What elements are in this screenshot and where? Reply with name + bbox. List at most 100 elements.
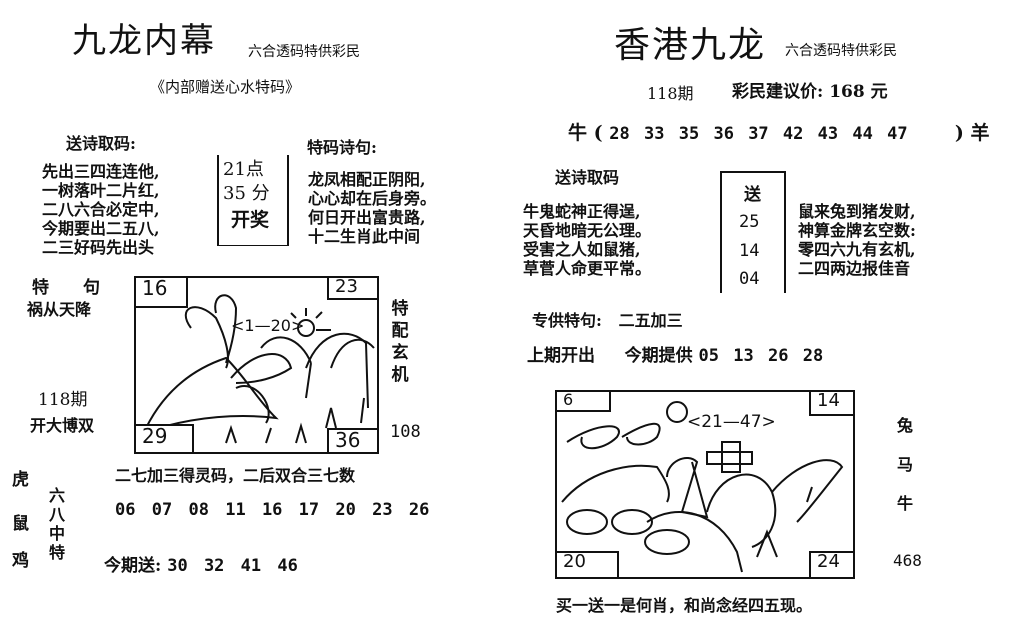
teju-label: 特 句 xyxy=(32,278,100,298)
poem-line: 神算金牌玄空数: xyxy=(798,221,916,240)
number: 28 xyxy=(802,346,824,366)
corner-number: 20 xyxy=(555,551,619,579)
left-hint-line: 二七加三得灵码，二后双合三七数 xyxy=(115,466,356,485)
number: 11 xyxy=(225,500,246,520)
number: 33 xyxy=(643,124,665,144)
left-sketch: <1—20> 16 23 29 36 xyxy=(134,276,379,454)
number: 05 xyxy=(698,346,719,366)
zodiac: 鸡 xyxy=(12,551,29,571)
side-vertical-text: 特配玄机 xyxy=(391,299,409,385)
left-numbers: 06 07 08 11 16 17 20 23 26 xyxy=(115,502,429,519)
zodiac: 马 xyxy=(897,455,914,474)
right-poem-left: 牛鬼蛇神正得逞, 天昏地暗无公理。 受害之人如鼠猪, 草菅人命更平常。 xyxy=(523,202,651,278)
last-label: 上期开出 xyxy=(527,346,595,366)
left-send-line: 今期送: 30 32 41 46 xyxy=(104,558,298,575)
poem-line: 先出三四连连他, xyxy=(42,162,160,181)
number: 08 xyxy=(188,500,209,520)
right-title: 香港九龙 xyxy=(614,25,767,66)
zodiac: 虎 xyxy=(12,470,29,490)
send-number: 04 xyxy=(739,269,760,289)
right-side-number: 468 xyxy=(893,551,922,570)
send-box: 送 25 14 04 xyxy=(720,171,786,293)
send-box-label: 送 xyxy=(744,185,761,205)
price: 彩民建议价: 168 元 xyxy=(732,82,888,102)
tema-poem: 龙凤相配正阴阳, 心心却在后身旁。 何日开出富贵路, 十二生肖此中间 xyxy=(308,170,436,246)
poem-line: 今期要出二五八, xyxy=(42,219,160,238)
corner-number: 24 xyxy=(809,551,855,579)
left-period-hint: 开大博双 xyxy=(30,416,95,435)
zodiac: 鼠 xyxy=(12,514,29,534)
send-number: 14 xyxy=(739,241,760,261)
left-poem: 先出三四连连他, 一树落叶二片红, 二八六合必定中, 今期要出二五八, 二三好码… xyxy=(42,162,160,257)
poem-line: 龙凤相配正阴阳, xyxy=(308,170,426,189)
draw-minute: 35 分 xyxy=(223,183,270,204)
poem-line: 鼠来兔到猪发财, xyxy=(798,202,916,221)
poem-line: 二八六合必定中, xyxy=(42,200,160,219)
poem-line: 牛鬼蛇神正得逞, xyxy=(523,202,641,221)
number: 06 xyxy=(115,500,136,520)
teju-text: 祸从天降 xyxy=(27,300,92,319)
poem-line: 一树落叶二片红, xyxy=(42,181,160,200)
right-poem-heading: 送诗取码 xyxy=(555,168,620,187)
send-label: 今期送: xyxy=(104,556,162,576)
number: 35 xyxy=(678,124,700,144)
corner-number: 16 xyxy=(134,276,188,308)
poem-line: 草菅人命更平常。 xyxy=(523,259,652,278)
number: 32 xyxy=(203,556,225,576)
zodiac: 牛 xyxy=(897,494,914,513)
right-footer: 买一送一是何肖，和尚念经四五现。 xyxy=(556,596,813,615)
number: 26 xyxy=(767,346,789,366)
number: 23 xyxy=(372,500,393,520)
number: 16 xyxy=(261,500,283,520)
left-period: 118期 xyxy=(38,390,88,410)
number: 20 xyxy=(335,500,356,520)
number: 26 xyxy=(408,500,430,520)
range-end: 羊 xyxy=(970,122,990,144)
corner-number: 6 xyxy=(555,390,611,412)
zodiac: 兔 xyxy=(897,416,914,435)
number: 41 xyxy=(240,556,262,576)
special-label: 专供特句: xyxy=(532,311,602,330)
draw-hour: 21点 xyxy=(223,159,264,180)
right-poem-right: 鼠来兔到猪发财, 神算金牌玄空数: 零四六九有玄机, 二四两边报佳音 xyxy=(798,202,916,278)
sketch-range: <1—20> xyxy=(231,316,305,335)
number: 30 xyxy=(167,556,188,576)
number: 13 xyxy=(733,346,754,366)
number: 36 xyxy=(713,124,734,144)
poem-line: 十二生肖此中间 xyxy=(308,227,421,246)
draw-label: 开奖 xyxy=(231,209,270,231)
left-title: 九龙内幕 xyxy=(72,21,216,61)
left-subtitle: 六合透码特供彩民 xyxy=(248,44,360,60)
corner-number: 14 xyxy=(809,390,855,416)
right-sketch: <21—47> 6 14 20 24 xyxy=(555,390,855,579)
corner-number: 29 xyxy=(134,424,194,454)
number: 42 xyxy=(782,124,804,144)
range-line: 牛 ( 28 33 35 36 37 42 43 44 47 ) 羊 xyxy=(568,122,990,144)
animal-sketch-icon xyxy=(561,401,844,573)
poem-line: 天昏地暗无公理。 xyxy=(523,221,652,240)
special-line: 专供特句: 二五加三 xyxy=(532,313,683,329)
number: 44 xyxy=(852,124,873,144)
number: 17 xyxy=(298,500,320,520)
tema-heading: 特码诗句: xyxy=(307,138,377,157)
send-number: 25 xyxy=(739,212,760,232)
number: 46 xyxy=(277,556,298,576)
poem-line: 二四两边报佳音 xyxy=(798,259,911,278)
number: 28 xyxy=(609,124,630,144)
special-text: 二五加三 xyxy=(618,311,683,330)
range-start: 牛 xyxy=(568,122,588,144)
poem-line: 零四六九有玄机, xyxy=(798,240,916,259)
poem-line: 二三好码先出头 xyxy=(42,238,155,257)
corner-number: 36 xyxy=(327,428,379,454)
number: 43 xyxy=(817,124,839,144)
poem-line: 受害之人如鼠猪, xyxy=(523,240,641,259)
left-side-number: 108 xyxy=(390,422,421,442)
left-poem-heading: 送诗取码: xyxy=(66,134,136,153)
provide-label: 今期提供 xyxy=(624,346,693,366)
sketch-range: <21—47> xyxy=(687,412,776,432)
right-subtitle: 六合透码特供彩民 xyxy=(785,43,897,59)
number: 47 xyxy=(887,124,908,144)
left-banner: 《内部赠送心水特码》 xyxy=(150,78,301,96)
plant-sketch-icon xyxy=(145,294,375,444)
draw-time-box: 21点 35 分 开奖 xyxy=(217,155,289,246)
